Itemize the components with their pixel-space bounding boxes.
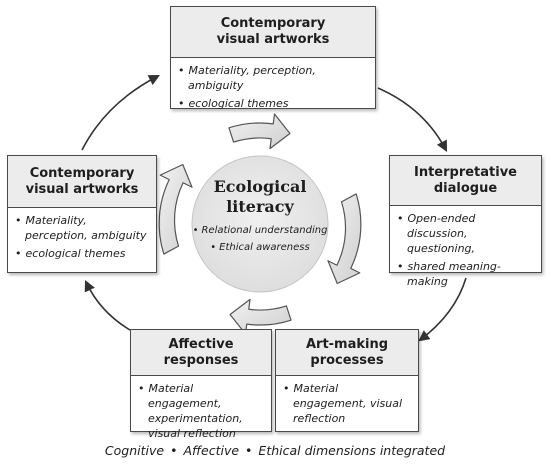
box-right-dialogue: Interpretative dialogue Open-ended discu… xyxy=(389,155,542,288)
bullet-separator: • xyxy=(170,443,178,458)
list-item: ecological themes xyxy=(178,96,369,111)
box-title-line1: Art-making xyxy=(305,336,389,352)
box-title-line2: responses xyxy=(163,352,239,368)
box-title-line2: visual artworks xyxy=(216,32,330,47)
box-list: Materiality, perception, ambiguity ecolo… xyxy=(8,208,156,261)
box-title-line1: Contemporary xyxy=(29,165,135,181)
box-list: Material engagement, experimentation, vi… xyxy=(131,376,271,441)
box-title-line1: Contemporary xyxy=(220,16,326,31)
cycle-ring-arrows xyxy=(158,113,362,335)
center-list-item: Relational understanding xyxy=(192,222,328,239)
footer-part: Ethical dimensions integrated xyxy=(258,443,446,458)
box-title-line1: Affective xyxy=(168,336,234,352)
box-header: Affective responses xyxy=(131,330,271,376)
box-list: Materiality, perception, ambiguity ecolo… xyxy=(171,58,375,111)
box-bottom-left-affective: Affective responses Material engagement,… xyxy=(130,329,272,440)
bullet-separator: • xyxy=(245,443,253,458)
ring-arrow-top xyxy=(228,113,291,150)
box-header: Interpretative dialogue xyxy=(390,156,541,206)
footer-part: Cognitive xyxy=(104,443,165,458)
box-list: Open-ended discussion, questioning, shar… xyxy=(390,206,541,289)
ring-arrow-left xyxy=(158,163,193,255)
box-left-artworks: Contemporary visual artworks Materiality… xyxy=(7,155,157,273)
box-header: Contemporary visual artworks xyxy=(171,7,375,58)
list-item: Open-ended discussion, questioning, xyxy=(397,211,535,256)
center-list: Relational understanding Ethical awarene… xyxy=(192,222,328,256)
box-list: Material engagement, visual reflection xyxy=(276,376,418,426)
box-header: Art-making processes xyxy=(276,330,418,376)
box-header: Contemporary visual artworks xyxy=(8,156,156,208)
box-bottom-right-artmaking: Art-making processes Material engagement… xyxy=(275,329,419,432)
box-title-line2: dialogue xyxy=(433,180,498,196)
box-title-line2: visual artworks xyxy=(25,181,139,197)
list-item: Material engagement, experimentation, vi… xyxy=(138,381,265,441)
center-title: Ecological literacy xyxy=(190,177,330,217)
footer-part: Affective xyxy=(183,443,240,458)
list-item: ecological themes xyxy=(15,246,150,261)
box-title-line2: processes xyxy=(310,352,384,368)
center-title-line2: literacy xyxy=(226,197,294,216)
center-list-item: Ethical awareness xyxy=(192,239,328,256)
footer-caption: Cognitive • Affective • Ethical dimensions i… xyxy=(0,443,550,458)
box-title-line1: Interpretative xyxy=(413,164,518,180)
arrow-left-to-top xyxy=(81,74,160,151)
center-title-line1: Ecological xyxy=(213,177,307,196)
ring-arrow-bottom xyxy=(229,298,292,335)
list-item: Material engagement, visual reflection xyxy=(283,381,412,426)
arrow-top-to-right xyxy=(377,87,448,152)
list-item: Materiality, perception, ambiguity xyxy=(178,63,369,93)
box-top-artworks: Contemporary visual artworks Materiality… xyxy=(170,6,376,111)
list-item: shared meaning-making xyxy=(397,259,535,289)
arrow-bottom-left-to-left xyxy=(84,279,131,331)
list-item: Materiality, perception, ambiguity xyxy=(15,213,150,243)
ring-arrow-right xyxy=(327,193,362,285)
